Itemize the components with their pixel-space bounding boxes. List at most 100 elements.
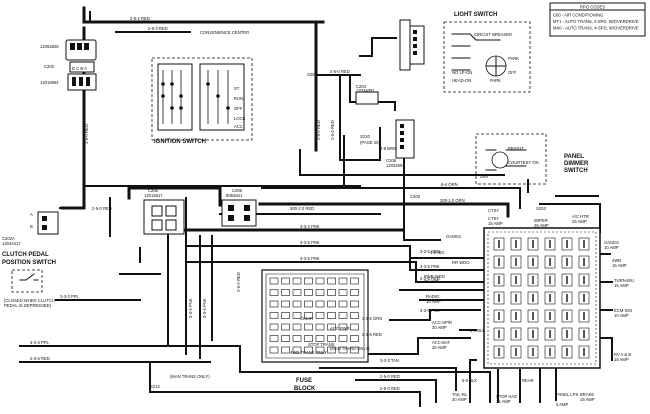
man-trans-label: (MAN TRANS ONLY) xyxy=(170,374,210,379)
fuse-cell xyxy=(350,323,359,331)
fuse-label: GAGES xyxy=(604,240,619,245)
splice-id: S210 xyxy=(360,134,370,139)
ignition-position: RUN xyxy=(234,96,243,101)
wire-label: 3-3-5 PNK xyxy=(420,264,440,269)
wire-label: 3-3-3 PPL xyxy=(60,294,80,299)
wire-label: 3-3-3 PNK xyxy=(300,224,320,229)
fuse-cell xyxy=(327,300,336,308)
fuse-label: BRAKE xyxy=(580,392,594,397)
fuse-cell xyxy=(338,277,348,285)
fuse-amp: 20 AMP xyxy=(432,325,447,330)
c204-connector: C204 12034091 xyxy=(355,84,379,105)
fuse-amp: 15 AMP xyxy=(612,263,627,268)
wire-label: 4-5 BRN xyxy=(380,146,396,151)
fuse-cell xyxy=(327,335,336,342)
fuse-label: ECM-IGN xyxy=(614,308,632,313)
fuse-cell-label: ACC PWR xyxy=(330,326,350,331)
wire-label: 2-3-5 RED xyxy=(362,332,382,337)
light-switch-title: LIGHT SWITCH xyxy=(454,12,497,18)
fuse-cell xyxy=(304,312,313,319)
pin-label: A xyxy=(30,212,33,217)
fuse-cell xyxy=(315,277,325,285)
fuse-cell xyxy=(304,277,313,285)
fuse-label: PANEL LPS xyxy=(556,392,579,397)
man-trans-label: (MAN TRANS ONLY) xyxy=(330,346,370,351)
fuse-cell xyxy=(292,277,302,285)
fuse-cell xyxy=(327,346,336,354)
fuse-label: RADIO xyxy=(426,294,440,299)
fuse-cell-label: 4WD TRANS ONLY xyxy=(290,350,327,355)
wire-label: 2-5-2 RED xyxy=(130,16,150,21)
fuse-cell xyxy=(315,300,325,308)
fuse-cell xyxy=(269,346,279,354)
fuse-cell xyxy=(269,312,279,319)
ignition-position: ST xyxy=(234,86,240,91)
switch-position: HEAD-ON xyxy=(452,78,471,83)
fuse-amp: 30 AMP xyxy=(424,279,439,284)
fuse-cell xyxy=(269,289,279,296)
fuse-amp: 15 AMP xyxy=(580,397,595,402)
light-switch: LIGHT SWITCH CIRCUIT BREAKER PARK OFF NO… xyxy=(399,12,531,93)
fuse-label: PWR WDO xyxy=(424,274,446,279)
fuse-cell xyxy=(304,300,313,308)
fuse-cell xyxy=(304,323,313,331)
wire-label: 2-5-0 RED xyxy=(236,272,241,292)
fuse-label: ACC-BAT xyxy=(432,340,451,345)
switch-position: PARK xyxy=(490,78,501,83)
fuse-cell xyxy=(292,346,302,354)
fuse-cell xyxy=(350,346,359,354)
fuse-amp: 15 AMP xyxy=(614,357,629,362)
fuse-amp: 25 AMP xyxy=(534,223,549,228)
fuse-amp: 10 AMP xyxy=(426,299,441,304)
panel-dimmer-switch: BRIGHT COURTESY ON DIM PANEL DIMMER SWIT… xyxy=(475,133,589,185)
wire-label: 2-5-0 RED xyxy=(380,374,400,379)
fuse-label: TURN-B/U xyxy=(614,278,634,283)
wire-label: 3-3-5 PNK xyxy=(420,308,440,313)
wire-label: 300-2.0 RED xyxy=(290,206,314,211)
clutch-switch-title: CLUTCH PEDAL xyxy=(2,252,49,258)
fuse-cell xyxy=(338,346,348,354)
wire-label: 4-5 SIG xyxy=(430,250,444,255)
wire-label: 3-3-5 GRN xyxy=(362,316,382,321)
connector-id: C204 xyxy=(356,84,367,89)
fuse-label: ACC-SP/R xyxy=(432,320,452,325)
fuse-block-title: FUSE xyxy=(296,378,312,384)
fuse-cell xyxy=(281,312,290,319)
fuse-amp: 20 AMP xyxy=(432,345,447,350)
c205-connector: C205 12015817 xyxy=(143,188,185,235)
ignition-position: LOCK xyxy=(234,116,246,121)
fuse-cell xyxy=(281,300,290,308)
wire-label: .8-4 ORN xyxy=(440,182,458,187)
fuse-cell xyxy=(304,346,313,354)
fuse-cell xyxy=(269,335,279,342)
panel-dimmer-title: PANEL xyxy=(564,154,584,160)
ignition-switch: ST RUN OFF LOCK ACC IGNITION SWITCH xyxy=(151,57,253,145)
fuse-cell xyxy=(327,312,336,319)
splice-id: S201 xyxy=(307,72,317,77)
fuse-label: RV A & B xyxy=(614,352,631,357)
wire-label: 2-5-3 RED xyxy=(148,26,168,31)
connector-id: C206 xyxy=(386,158,397,163)
fuse-cell xyxy=(327,277,336,285)
wire-label: 5-0 BLK xyxy=(470,328,485,333)
c202-connector: 12052825 C202 D C B A 12015964 xyxy=(40,39,97,91)
connector-number: 12034417 xyxy=(2,241,21,246)
wire-label: 3-3-3 TAN xyxy=(380,358,399,363)
fuse-label: STOP HAZ xyxy=(496,394,517,399)
fuse-label: A/C HTR xyxy=(572,214,589,219)
wire-label: 2-5-0 RED xyxy=(316,120,321,140)
connector-number: 12015817 xyxy=(144,193,163,198)
fuse-cells xyxy=(269,277,359,354)
wire-label: 3-3-5 GRN xyxy=(420,249,440,254)
fuse-cell xyxy=(327,323,336,331)
fuse-cell xyxy=(350,289,359,296)
wire-label: 3-3-5 PNK xyxy=(202,298,207,318)
wire-label: 5-0 BLK xyxy=(462,378,477,383)
fuse-amp: 5 AMP xyxy=(556,402,569,407)
dimmer-label: COURTESY ON xyxy=(508,160,539,165)
dimmer-label: BRIGHT xyxy=(508,146,524,151)
connector-id: C203 xyxy=(410,194,421,199)
fuse-amp: 15 AMP xyxy=(488,221,503,226)
connector-number: 12034091 xyxy=(386,163,405,168)
legend-line: MT1 - AUTO TRANS, 4-SPD, W/OVERDRIVE xyxy=(553,19,639,24)
